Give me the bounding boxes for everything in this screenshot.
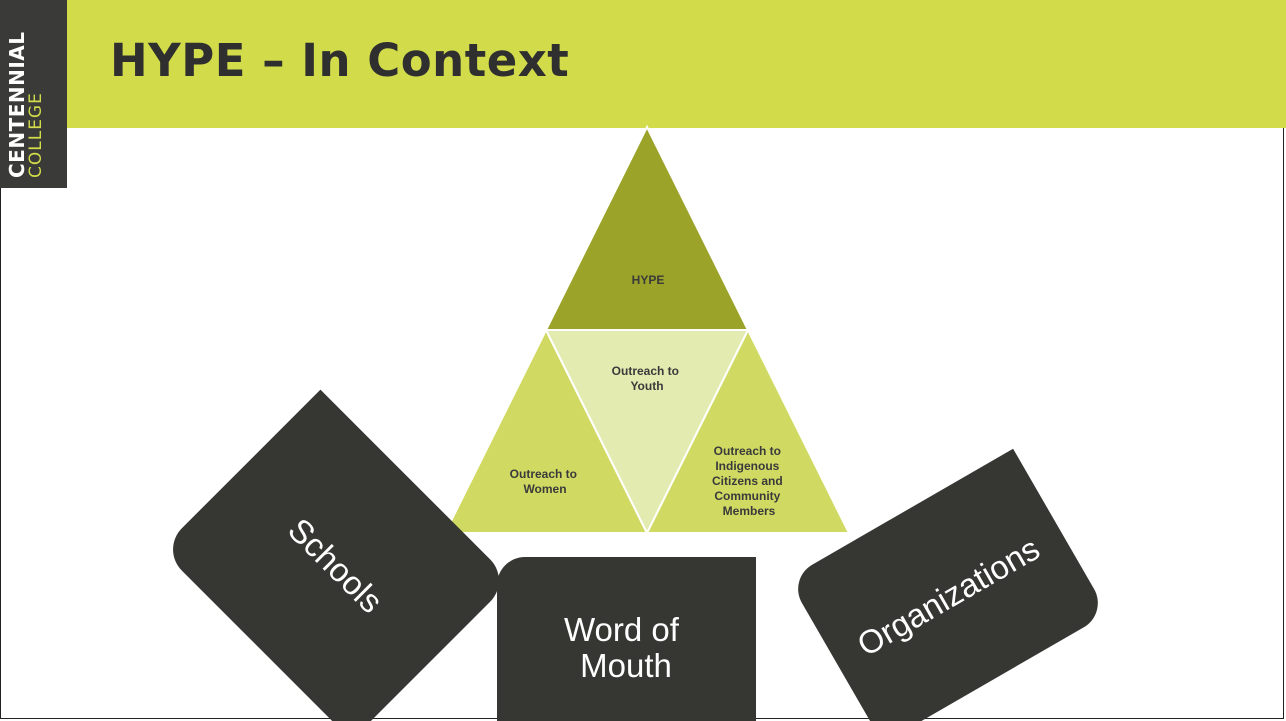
label-indigenous: Outreach to Indigenous Citizens and Comm… bbox=[712, 444, 786, 518]
college-logo: CENTENNIAL COLLEGE bbox=[0, 0, 67, 188]
label-indigenous-line-4: Community bbox=[714, 489, 780, 503]
title-band bbox=[67, 0, 1286, 128]
word-of-mouth-label: Word of Mouth bbox=[564, 611, 688, 684]
label-women-line-2: Women bbox=[523, 482, 566, 496]
pyramid: HYPE Outreach to Youth Outreach to Women… bbox=[443, 124, 851, 536]
label-youth-line-2: Youth bbox=[630, 379, 663, 393]
label-youth-line-1: Outreach to bbox=[612, 364, 679, 378]
triangle-hype bbox=[544, 124, 750, 331]
label-women: Outreach to Women bbox=[510, 467, 581, 496]
label-indigenous-line-1: Outreach to bbox=[714, 444, 781, 458]
label-indigenous-line-2: Indigenous bbox=[715, 459, 779, 473]
label-women-line-1: Outreach to bbox=[510, 467, 577, 481]
word-of-mouth-line-2: Mouth bbox=[580, 647, 672, 684]
schools-box-shape bbox=[173, 389, 499, 721]
slide-title: HYPE – In Context bbox=[110, 34, 570, 87]
schools-box: Schools bbox=[173, 389, 499, 721]
label-indigenous-line-5: Members bbox=[723, 504, 776, 518]
organizations-box-shape bbox=[798, 448, 1098, 721]
label-indigenous-line-3: Citizens and bbox=[712, 474, 783, 488]
organizations-box: Organizations bbox=[798, 448, 1098, 721]
word-of-mouth-box-shape bbox=[497, 557, 756, 721]
label-hype: HYPE bbox=[632, 273, 665, 287]
triangle-indigenous bbox=[645, 327, 851, 534]
label-hype-text: HYPE bbox=[632, 273, 665, 287]
word-of-mouth-line-1: Word of bbox=[564, 611, 680, 648]
label-youth: Outreach to Youth bbox=[612, 364, 683, 393]
word-of-mouth-box: Word of Mouth bbox=[497, 557, 756, 721]
